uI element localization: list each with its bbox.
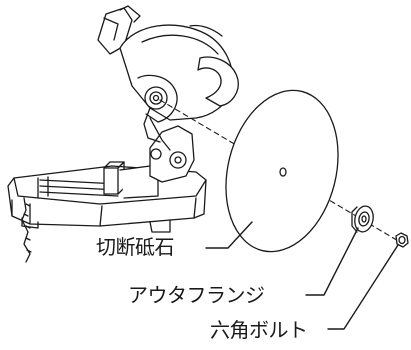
outer-flange-part [351, 205, 374, 233]
callout-outer-flange: アウタフランジ [128, 283, 265, 307]
leader-line-outer-flange [305, 227, 359, 296]
hex-bolt-part [395, 232, 409, 248]
cutting-wheel-part [225, 89, 339, 253]
cut-off-saw-illustration [7, 5, 239, 263]
callout-hex-bolt: 六角ボルト [210, 318, 308, 342]
leader-line-cutting-wheel [205, 221, 253, 249]
leader-line-hex-bolt [327, 244, 399, 330]
callout-cutting-wheel: 切断砥石 [96, 235, 175, 259]
